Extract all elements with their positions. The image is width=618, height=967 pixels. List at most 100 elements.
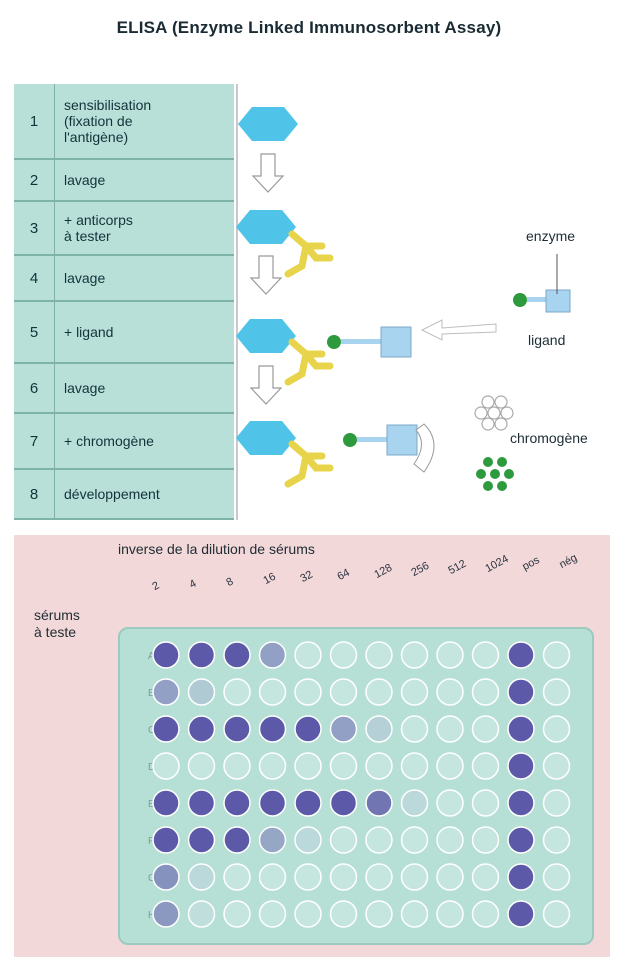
plate-well	[187, 900, 216, 928]
column-label: nég	[557, 551, 580, 571]
row-letter: H	[148, 910, 155, 921]
antibody-shape	[284, 440, 334, 488]
plate-well	[294, 900, 322, 928]
plate-well	[471, 715, 500, 743]
plate-well	[365, 789, 393, 817]
plate-well	[436, 715, 464, 743]
plate-well	[436, 789, 464, 817]
plate-well	[542, 715, 571, 743]
step-row: 3+ anticorps à tester	[14, 202, 234, 256]
plate-well	[471, 826, 500, 854]
step-label: + ligand	[64, 324, 114, 340]
plate-well	[507, 900, 535, 928]
column-label: 32	[298, 568, 315, 585]
step-label: + chromogène	[64, 433, 154, 449]
plate-well	[542, 900, 571, 928]
step-label: sensibilisation (fixation de l'antigène)	[64, 97, 152, 145]
plate-well	[507, 863, 535, 891]
step-label: lavage	[64, 172, 106, 188]
plate-well	[329, 715, 358, 743]
plate-well	[258, 826, 287, 854]
plate-well	[507, 678, 535, 706]
ligand-link	[357, 437, 387, 442]
plate-well	[365, 826, 393, 854]
down-arrow-icon	[252, 153, 284, 193]
plate-well	[400, 789, 429, 817]
chromogene-developed-icon	[476, 457, 514, 491]
column-label: 16	[261, 570, 278, 587]
plate-well	[258, 678, 287, 706]
plate-well	[471, 678, 500, 706]
step-number: 7	[29, 432, 39, 450]
plate-well	[223, 752, 251, 780]
plate-well	[187, 789, 216, 817]
plate-well	[365, 863, 393, 891]
plate-well	[187, 752, 216, 780]
enzyme-dot	[343, 433, 357, 447]
step-label: lavage	[64, 270, 106, 286]
plate-well	[187, 826, 216, 854]
plate-well	[223, 900, 251, 928]
plate-well	[152, 900, 180, 928]
plate-well	[400, 826, 429, 854]
plate-well	[436, 641, 464, 669]
enzyme-label: enzyme	[526, 228, 576, 244]
step-number: 6	[29, 379, 39, 397]
plate-well	[223, 826, 251, 854]
step-number: 8	[29, 485, 39, 503]
step-label: lavage	[64, 380, 106, 396]
plate-well	[400, 715, 429, 743]
column-label: 64	[335, 566, 352, 583]
plate-well	[507, 789, 535, 817]
plate-well	[329, 900, 358, 928]
plate-well	[542, 789, 571, 817]
plate-well	[436, 752, 464, 780]
plate-well	[187, 641, 216, 669]
plate-well	[507, 641, 535, 669]
step-number: 5	[29, 323, 39, 341]
plate-well	[471, 900, 500, 928]
plate-well	[187, 863, 216, 891]
sera-label: sérums à teste	[34, 607, 80, 640]
plate-well	[223, 641, 251, 669]
plate-well	[152, 678, 180, 706]
column-label: 512	[446, 557, 469, 577]
plate-well	[400, 752, 429, 780]
row-letter: E	[148, 799, 155, 810]
ligand-label: ligand	[528, 332, 566, 348]
plate-well	[329, 826, 358, 854]
plate-well	[294, 826, 322, 854]
plate-well	[471, 789, 500, 817]
antigen-shape	[238, 107, 298, 141]
step-row: 2 lavage	[14, 160, 234, 202]
plate-well	[542, 678, 571, 706]
ligand-box	[386, 424, 418, 456]
row-letter: G	[148, 873, 156, 884]
plate-well	[258, 641, 287, 669]
plate-well	[436, 863, 464, 891]
antibody-shape	[284, 338, 334, 386]
enzyme-dot	[513, 293, 527, 307]
antibody-shape	[284, 230, 334, 278]
reaction-arrow-icon	[413, 423, 435, 473]
plate-well	[471, 641, 500, 669]
plate-well	[507, 826, 535, 854]
step-number: 4	[29, 269, 39, 287]
plate-well	[294, 641, 322, 669]
column-label: 256	[409, 559, 432, 579]
step-number: 2	[29, 171, 39, 189]
plate-well	[365, 641, 393, 669]
plate-well	[258, 900, 287, 928]
plate-well	[223, 715, 251, 743]
plate-well	[436, 678, 464, 706]
plate-well	[400, 863, 429, 891]
chromogene-empty-icon	[474, 395, 514, 431]
plate-well	[542, 863, 571, 891]
plate-well	[294, 678, 322, 706]
step-number: 3	[29, 219, 39, 237]
